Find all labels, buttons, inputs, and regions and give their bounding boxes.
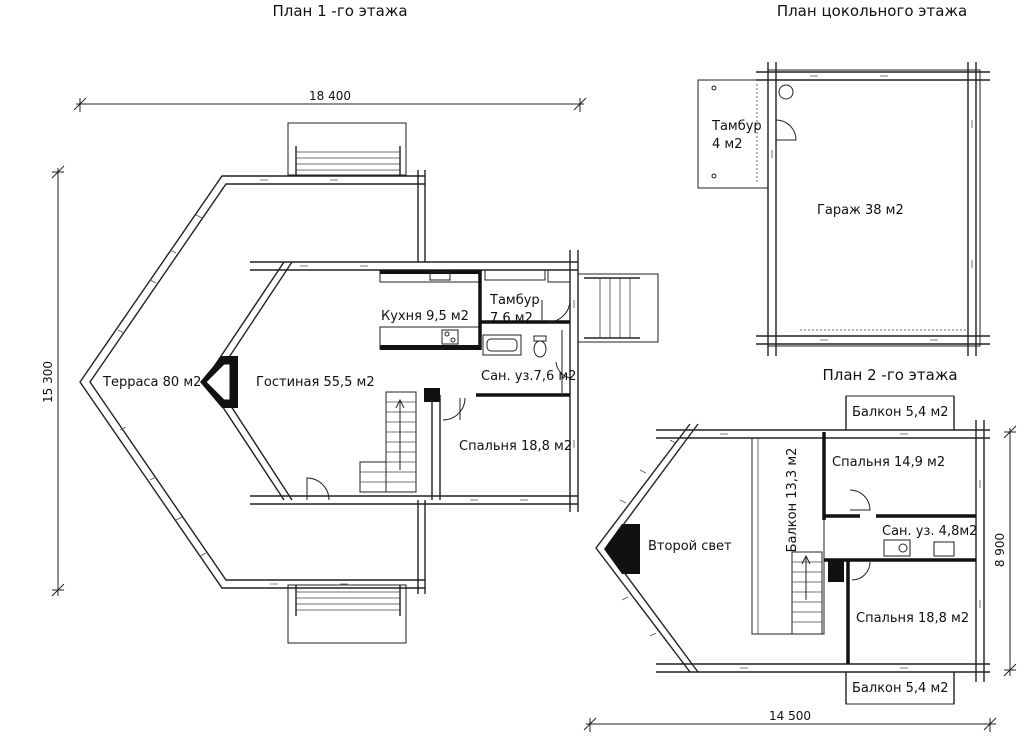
floor1-doors [306, 299, 571, 501]
floor2-height-dimension: 8 900 [993, 533, 1007, 567]
floor1-entrance-steps [577, 273, 659, 343]
floor1-title: План 1 -го этажа [272, 2, 407, 20]
floor1-vestibule-area: 7,6 м2 [490, 311, 533, 326]
floor1-vestibule-label: Тамбур [489, 293, 540, 308]
floor1-bedroom-label: Спальня 18,8 м2 [459, 439, 572, 454]
living-room-label: Гостиная 55,5 м2 [256, 375, 375, 390]
floor1-fireplace [200, 356, 238, 408]
floor2-balcony-long-label: Балкон 13,3 м2 [785, 448, 800, 553]
floor1-bathroom-fixtures [476, 330, 570, 397]
basement-title: План цокольного этажа [777, 2, 967, 20]
floor1-dimensions [51, 97, 587, 597]
basement-vestibule-area: 4 м2 [712, 137, 742, 152]
floor1-width-dimension: 18 400 [309, 89, 351, 103]
terrace-label: Терраса 80 м2 [102, 375, 201, 390]
floor2-bedroom1-label: Спальня 14,9 м2 [832, 455, 945, 470]
garage-label: Гараж 38 м2 [817, 203, 904, 218]
floor2-bathroom-label: Сан. уз. 4,8м2 [882, 524, 977, 539]
floor1-bottom-steps [287, 584, 407, 644]
second-light-label: Второй свет [648, 539, 732, 554]
floor2-balcony-top-label: Балкон 5,4 м2 [852, 405, 949, 420]
basement-vestibule-label: Тамбур [711, 119, 762, 134]
basement-plan [697, 62, 990, 356]
floor2-title: План 2 -го этажа [822, 366, 957, 384]
kitchen-label: Кухня 9,5 м2 [381, 309, 469, 324]
floor2-balcony-bottom-label: Балкон 5,4 м2 [852, 681, 949, 696]
floor1-bathroom-label: Сан. уз.7,6 м2 [481, 369, 576, 384]
floor1-plan [51, 97, 659, 644]
floor1-staircase [359, 388, 440, 493]
floor2-plan [583, 395, 1017, 732]
floor2-bedroom2-label: Спальня 18,8 м2 [856, 611, 969, 626]
terrace-rails [79, 170, 426, 594]
floor2-width-dimension: 14 500 [769, 709, 811, 723]
floor1-height-dimension: 15 300 [41, 361, 55, 403]
kitchen-fixtures [379, 269, 571, 350]
floor1-top-steps [287, 122, 407, 176]
